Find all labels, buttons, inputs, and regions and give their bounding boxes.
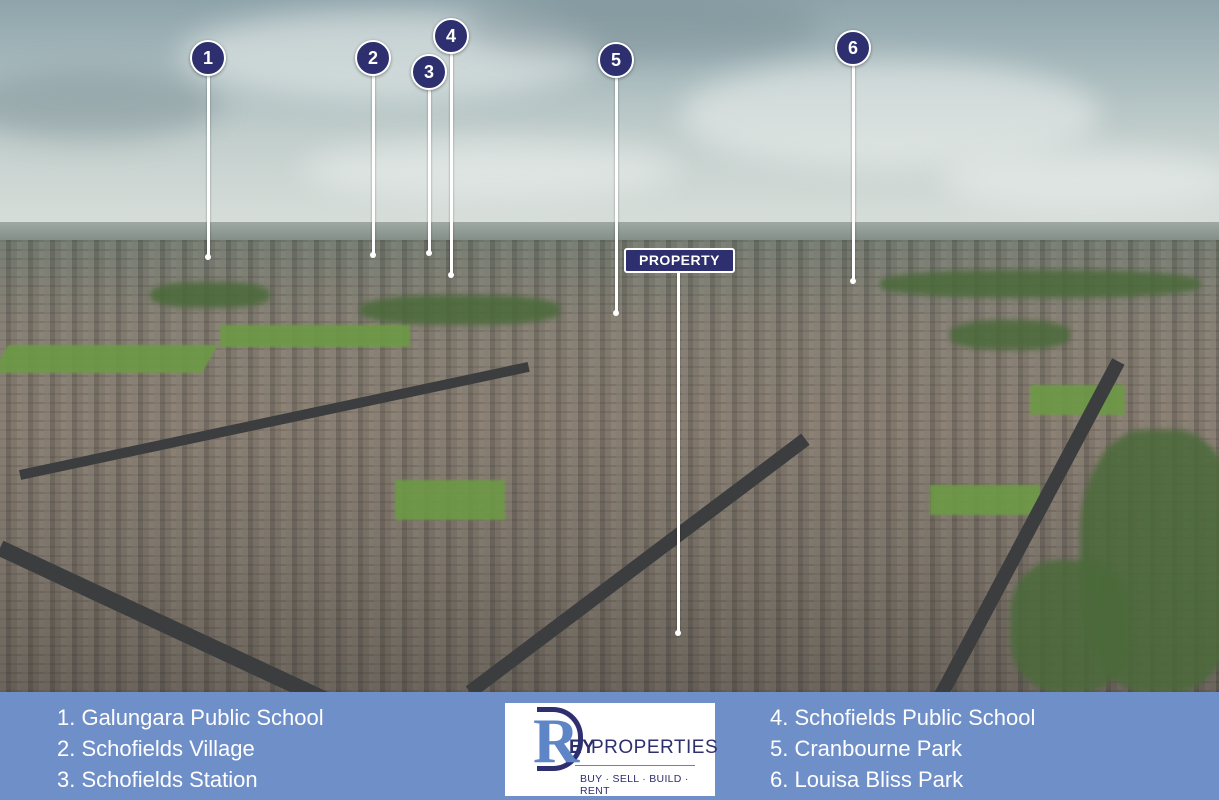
park-lawn	[0, 345, 219, 373]
logo-ring	[537, 707, 583, 771]
legend-right-column: 4. Schofields Public School 5. Cranbourn…	[770, 702, 1035, 795]
legend-item: 1. Galungara Public School	[57, 705, 324, 730]
legend-item: 4. Schofields Public School	[770, 705, 1036, 730]
tree-belt	[1010, 560, 1130, 692]
logo-tagline: BUY · SELL · BUILD · RENT	[580, 773, 689, 797]
tree-belt	[360, 295, 560, 325]
tree-belt	[150, 282, 270, 308]
tree-belt	[950, 320, 1070, 350]
park-lawn	[930, 485, 1040, 515]
horizon	[0, 222, 1219, 242]
park-lawn	[395, 480, 505, 520]
legend-item: 6. Louisa Bliss Park	[770, 767, 964, 792]
marker-badge: 5	[598, 42, 634, 78]
tree-belt	[880, 270, 1200, 298]
logo-roof-line	[575, 765, 695, 766]
marker-badge: 4	[433, 18, 469, 54]
legend-item: 5. Cranbourne Park	[770, 736, 962, 761]
cloud	[0, 70, 220, 140]
marker-badge: 6	[835, 30, 871, 66]
legend-item: 3. Schofields Station	[57, 767, 258, 792]
aerial-photo	[0, 0, 1219, 692]
park-lawn	[220, 325, 410, 347]
logo-letter: R	[533, 705, 580, 776]
cloud	[300, 140, 680, 200]
cloud	[460, 0, 820, 60]
legend-bar: 1. Galungara Public School 2. Schofields…	[0, 692, 1219, 800]
company-logo: R EY PROPERTIES BUY · SELL · BUILD · REN…	[505, 703, 719, 797]
marker-badge: 3	[411, 54, 447, 90]
legend-item: 2. Schofields Village	[57, 736, 255, 761]
property-label: PROPERTY	[624, 248, 735, 273]
legend-left-column: 1. Galungara Public School 2. Schofields…	[57, 702, 324, 795]
marker-badge: 1	[190, 40, 226, 76]
logo-ey: EY	[569, 737, 596, 758]
marker-badge: 2	[355, 40, 391, 76]
cloud	[940, 150, 1219, 210]
logo-word: PROPERTIES	[591, 737, 719, 758]
